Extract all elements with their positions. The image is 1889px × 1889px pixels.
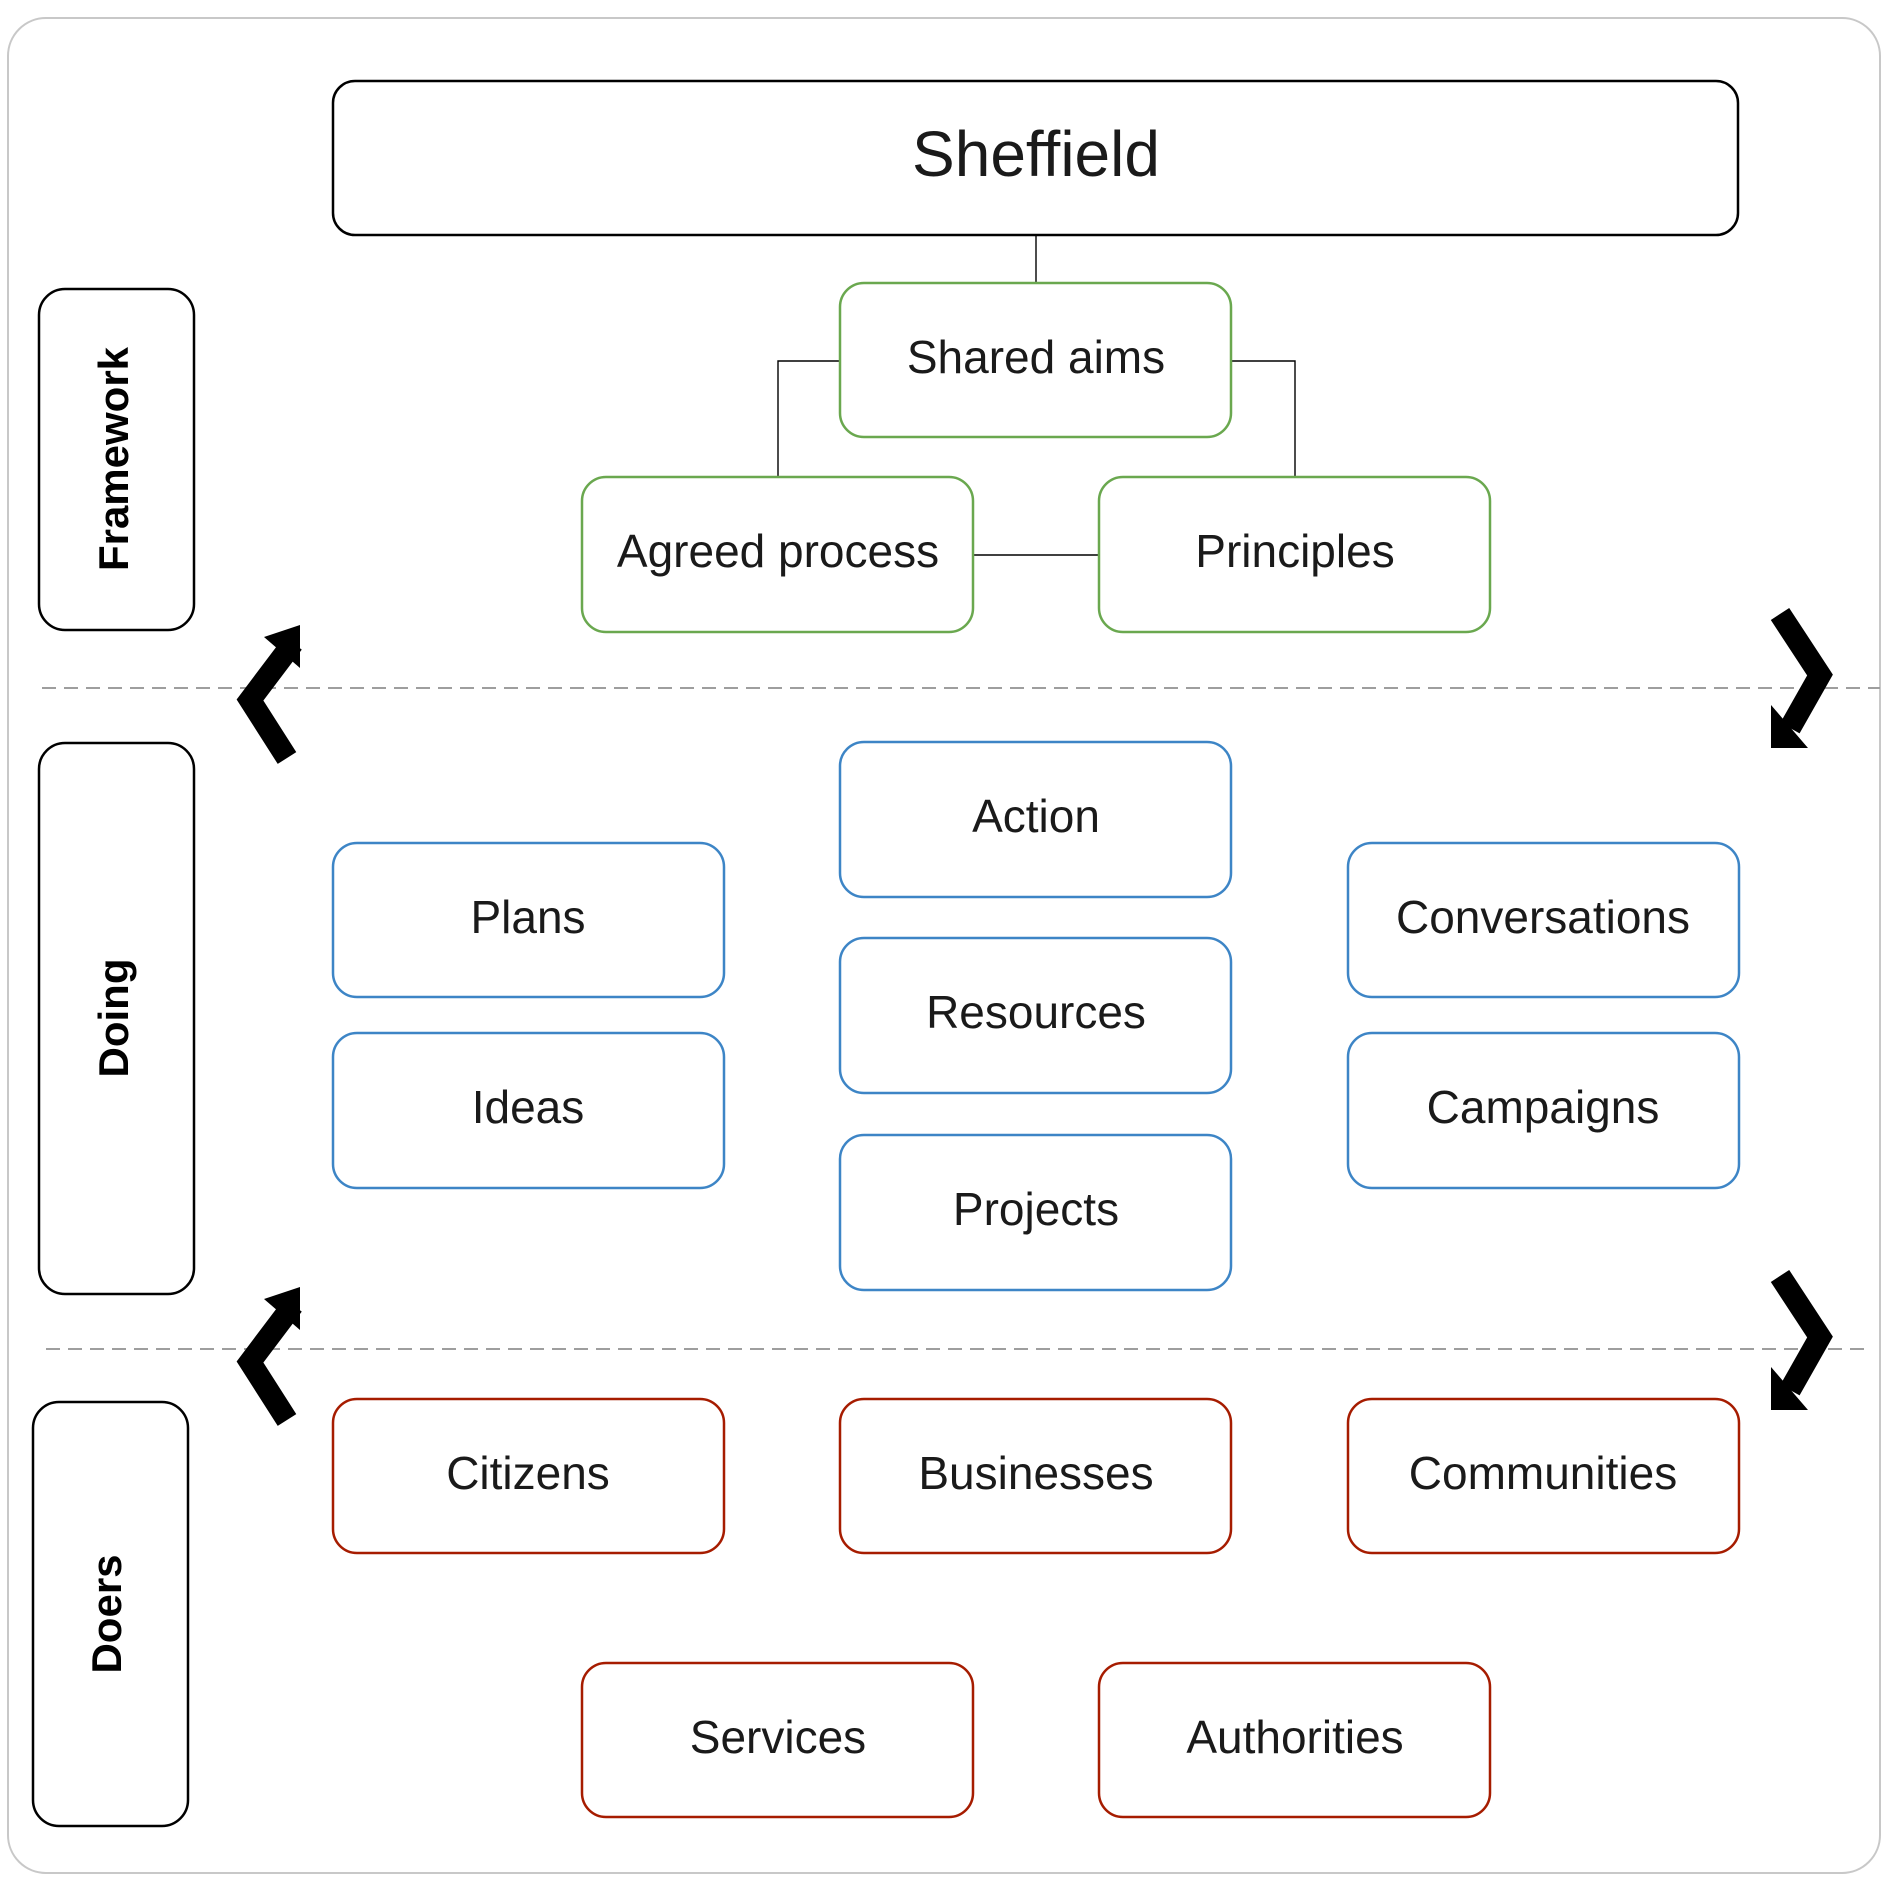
node-communities: Communities bbox=[1346, 1397, 1741, 1555]
node-projects: Projects bbox=[838, 1133, 1233, 1292]
node-conversations: Conversations bbox=[1346, 841, 1741, 999]
node-label: Conversations bbox=[1396, 891, 1690, 943]
node-label: Services bbox=[690, 1711, 866, 1763]
node-services: Services bbox=[580, 1661, 975, 1819]
title-text: Sheffield bbox=[912, 118, 1160, 190]
node-businesses: Businesses bbox=[838, 1397, 1233, 1555]
section-doing: Doing bbox=[37, 741, 196, 1296]
node-resources: Resources bbox=[838, 936, 1233, 1095]
curved-arrow-up-icon bbox=[236, 625, 302, 764]
node-plans: Plans bbox=[331, 841, 726, 999]
node-agreed-process: Agreed process bbox=[580, 475, 975, 634]
node-label: Citizens bbox=[446, 1447, 610, 1499]
node-ideas: Ideas bbox=[331, 1031, 726, 1190]
node-label: Agreed process bbox=[617, 525, 939, 577]
node-label: Plans bbox=[470, 891, 585, 943]
node-citizens: Citizens bbox=[331, 1397, 726, 1555]
curved-arrow-up-icon bbox=[236, 1287, 302, 1426]
node-label: Resources bbox=[926, 986, 1146, 1038]
section-label-doing: Doing bbox=[90, 959, 137, 1078]
node-action: Action bbox=[838, 740, 1233, 899]
node-label: Action bbox=[972, 790, 1100, 842]
node-label: Ideas bbox=[472, 1081, 585, 1133]
title-node: Sheffield bbox=[331, 79, 1740, 237]
node-label: Projects bbox=[953, 1183, 1119, 1235]
node-shared-aims: Shared aims bbox=[838, 281, 1233, 439]
node-principles: Principles bbox=[1097, 475, 1492, 634]
section-label-doers: Doers bbox=[83, 1554, 130, 1673]
node-label: Shared aims bbox=[907, 331, 1165, 383]
section-label-framework: Framework bbox=[90, 346, 137, 571]
node-label: Communities bbox=[1409, 1447, 1677, 1499]
framework-connectors bbox=[777, 236, 1296, 556]
section-doers: Doers bbox=[31, 1400, 190, 1828]
node-label: Authorities bbox=[1186, 1711, 1403, 1763]
node-label: Campaigns bbox=[1427, 1081, 1660, 1133]
curved-arrow-down-icon bbox=[1770, 1269, 1833, 1410]
node-authorities: Authorities bbox=[1097, 1661, 1492, 1819]
node-label: Businesses bbox=[918, 1447, 1153, 1499]
section-framework: Framework bbox=[37, 287, 196, 632]
node-campaigns: Campaigns bbox=[1346, 1031, 1741, 1190]
node-label: Principles bbox=[1195, 525, 1394, 577]
curved-arrow-down-icon bbox=[1770, 607, 1833, 748]
